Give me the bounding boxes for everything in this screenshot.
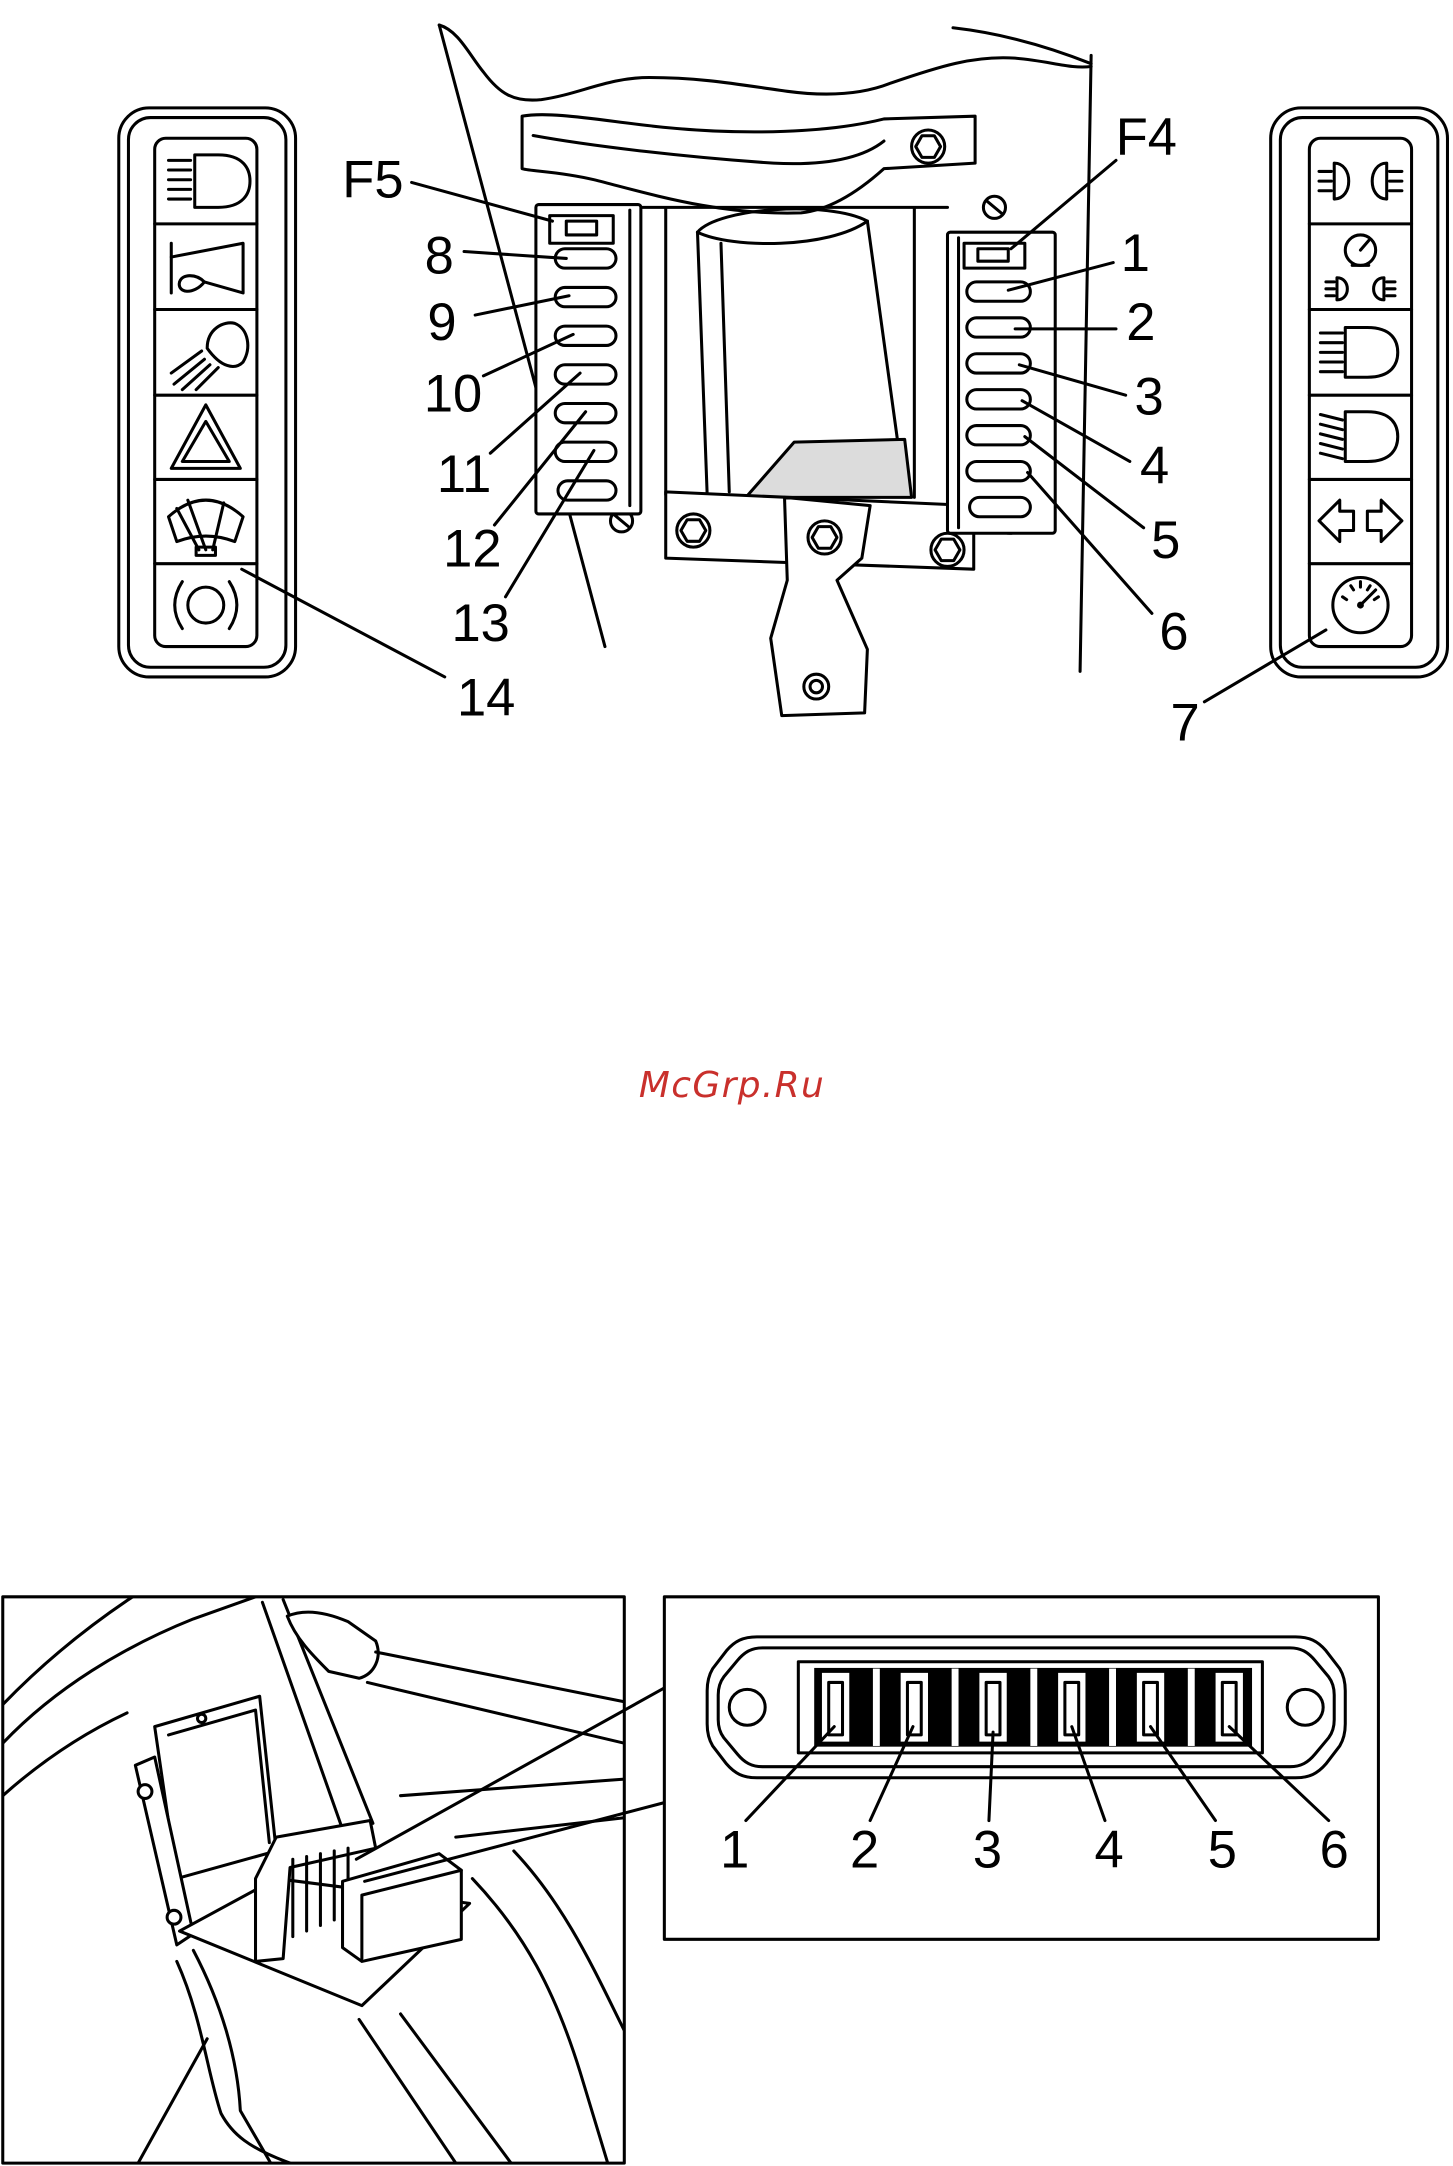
interior-view-box xyxy=(3,1597,625,2163)
callout-13: 13 xyxy=(451,594,509,653)
leader-line xyxy=(1011,160,1116,248)
crossbar-bolt-right xyxy=(931,533,964,566)
pin-label-3: 3 xyxy=(973,1821,1002,1880)
fuse-block-f4-label: F4 xyxy=(1116,108,1177,167)
callout-6: 6 xyxy=(1159,602,1188,661)
brake-warning-icon xyxy=(175,582,237,629)
bracket-screw xyxy=(138,1785,152,1799)
low-beam-icon xyxy=(1320,412,1397,462)
callout-5: 5 xyxy=(1151,511,1180,570)
high-beam-icon xyxy=(1320,327,1397,377)
column-right-edge xyxy=(1080,55,1091,671)
leader-line xyxy=(1028,473,1152,614)
tube-shadow xyxy=(746,439,912,497)
fuse xyxy=(970,497,1031,516)
callout-11: 11 xyxy=(437,445,491,504)
fog-light-icon xyxy=(171,323,247,390)
bracket-bolt xyxy=(912,130,945,163)
callout-14: 14 xyxy=(457,669,515,728)
callout-10: 10 xyxy=(424,365,482,424)
pin-label-5: 5 xyxy=(1208,1821,1237,1880)
bottom-figure: 1 2 3 4 5 6 xyxy=(3,1597,1379,2163)
top-figure: F5 8 9 10 11 12 13 14 F4 1 2 3 4 5 6 7 xyxy=(119,25,1448,752)
crossbar-bolt-center xyxy=(808,521,841,554)
pin-label-1: 1 xyxy=(720,1821,749,1880)
screw-top-right xyxy=(983,196,1005,218)
pin-label-6: 6 xyxy=(1320,1821,1349,1880)
windshield-wiper-icon xyxy=(169,500,244,555)
fuse-puller xyxy=(550,216,614,244)
callout-1: 1 xyxy=(1121,224,1150,283)
connector-detail-box: 1 2 3 4 5 6 xyxy=(664,1597,1378,1940)
parking-lights-icon xyxy=(1319,163,1402,199)
turn-signal-icon xyxy=(1319,500,1402,541)
separator-stripe xyxy=(952,1669,959,1746)
callout-3: 3 xyxy=(1135,368,1164,427)
pin-label-4: 4 xyxy=(1094,1821,1123,1880)
fuse-block-f5 xyxy=(536,205,641,514)
plate-hole xyxy=(804,674,829,699)
callout-7: 7 xyxy=(1170,693,1199,752)
separator-stripe xyxy=(1109,1669,1116,1746)
fuse xyxy=(967,354,1031,373)
crossbar-bolt-left xyxy=(677,514,710,547)
connector-pin-1 xyxy=(820,1671,850,1743)
fuse xyxy=(967,461,1031,480)
high-beam-icon xyxy=(169,155,250,207)
connector-pin-4 xyxy=(1057,1671,1087,1743)
fuse-block-f5-label: F5 xyxy=(342,151,403,210)
horn-icon xyxy=(171,243,243,293)
separator-stripe xyxy=(873,1669,880,1746)
fuse xyxy=(555,442,616,461)
zoom-line xyxy=(356,1688,664,1859)
callout-8: 8 xyxy=(425,227,454,286)
interior-drawing xyxy=(3,1597,625,2163)
callout-9: 9 xyxy=(427,293,456,352)
separator-stripe xyxy=(1030,1669,1037,1746)
leader-line xyxy=(242,569,445,677)
hazard-warning-icon xyxy=(171,405,240,469)
fuse xyxy=(555,365,616,384)
bracket-screw xyxy=(167,1910,181,1924)
pin-label-2: 2 xyxy=(850,1821,879,1880)
connector-pin-2 xyxy=(899,1671,929,1743)
speedometer-icon xyxy=(1333,577,1388,632)
instrument-lights-icon xyxy=(1326,235,1395,300)
watermark: McGrp.Ru xyxy=(639,1065,825,1106)
fuse-puller xyxy=(964,243,1025,268)
support-bracket xyxy=(522,115,975,213)
connector-pin-6 xyxy=(1214,1671,1244,1743)
zoom-line xyxy=(365,1803,665,1882)
fuse xyxy=(967,390,1031,409)
separator-stripe xyxy=(1188,1669,1195,1746)
right-switch-panel xyxy=(1271,108,1448,677)
fuse-block-f4 xyxy=(947,232,1055,533)
fuse xyxy=(967,282,1031,301)
callout-12: 12 xyxy=(443,519,501,578)
callout-2: 2 xyxy=(1126,293,1155,352)
fuse xyxy=(555,326,616,345)
left-switch-panel xyxy=(119,108,296,677)
fuse xyxy=(967,426,1031,445)
column-top-cut-edge xyxy=(439,25,1091,100)
steering-tube xyxy=(697,209,911,497)
connector-pin-5 xyxy=(1135,1671,1165,1743)
callout-4: 4 xyxy=(1140,437,1169,496)
